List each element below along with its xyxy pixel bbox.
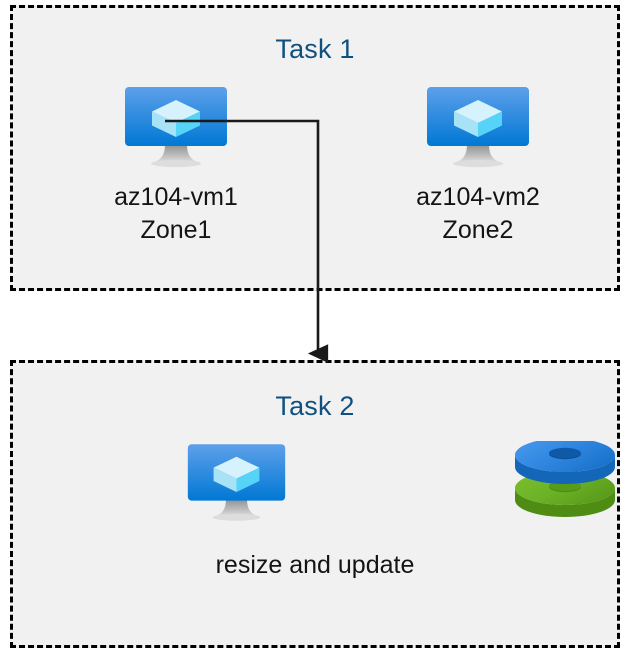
task-1-container: Task 1 (10, 5, 620, 291)
vm-node-az104-vm2[interactable]: az104-vm2 Zone2 (373, 84, 583, 248)
task-2-caption: resize and update (215, 551, 415, 579)
azure-virtual-machine-icon (427, 87, 529, 168)
azure-virtual-machine-icon (125, 87, 227, 168)
disk-blue (515, 441, 615, 484)
task-2-icon-row (13, 441, 617, 527)
task-2-container: Task 2 (10, 360, 620, 648)
azure-disks-icon[interactable] (513, 441, 617, 527)
vm-node-label: az104-vm2 Zone2 (416, 183, 540, 245)
azure-virtual-machine-icon[interactable] (184, 441, 289, 523)
task-1-title: Task 1 (275, 34, 355, 64)
vm-node-label: az104-vm1 Zone1 (114, 183, 238, 245)
vm-node-az104-vm1[interactable]: az104-vm1 Zone1 (71, 84, 281, 248)
task-2-title: Task 2 (275, 391, 355, 421)
